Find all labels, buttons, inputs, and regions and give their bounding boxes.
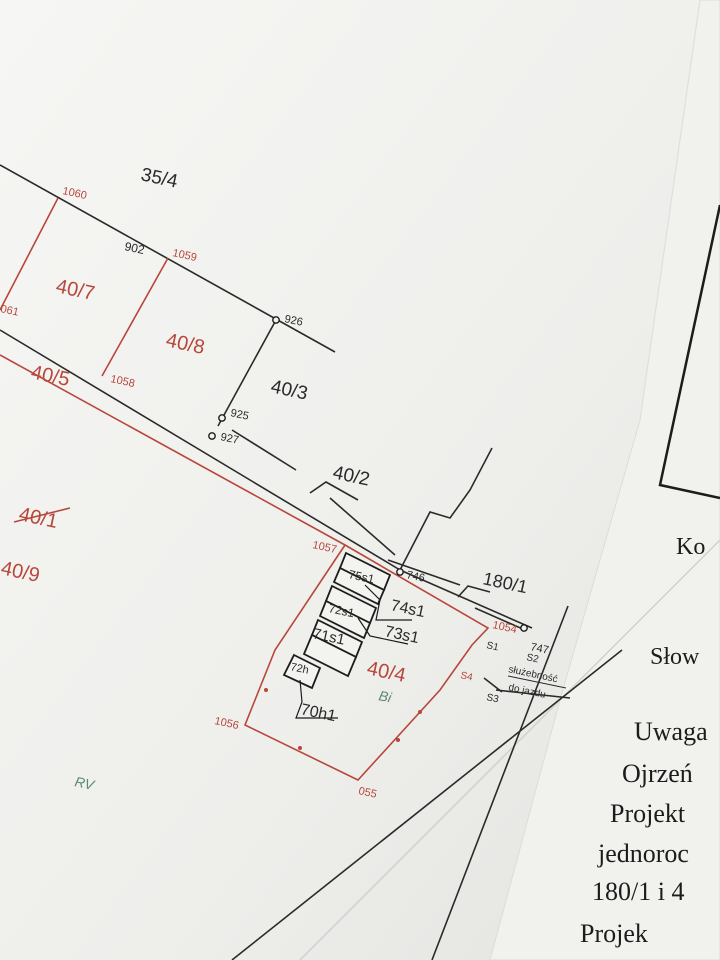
point-s3: S3	[485, 692, 500, 705]
point-1057: 1057	[311, 539, 337, 556]
point-747: 747	[529, 641, 549, 657]
point-925: 925	[229, 407, 249, 423]
doc-ojrzen: Ojrzeń	[622, 759, 693, 788]
document-frame	[658, 204, 720, 500]
building-71s1: 71s1	[311, 625, 346, 648]
point-902: 902	[123, 239, 146, 257]
doc-projekt2: Projek	[580, 919, 648, 948]
point-926: 926	[283, 313, 303, 329]
building-73s1: 73s1	[383, 623, 421, 647]
point-1056: 1056	[213, 715, 239, 732]
building-72h: 72h	[289, 661, 309, 677]
point-1055: 055	[357, 785, 377, 801]
buildings	[282, 551, 392, 690]
survey-points	[208, 316, 528, 632]
doc-uwaga: Uwaga	[634, 717, 708, 746]
point-746: 746	[405, 569, 425, 585]
doc-projekt: Projekt	[610, 799, 686, 828]
point-1060: 1060	[61, 185, 87, 202]
doc-slow: Słow	[650, 644, 700, 670]
building-75s1: 75s1	[347, 567, 376, 586]
point-1058: 1058	[109, 373, 135, 390]
point-1059: 1059	[171, 247, 197, 264]
building-leaders	[295, 584, 412, 719]
document-sheet	[489, 0, 720, 960]
paper-fold	[299, 539, 720, 960]
point-927: 927	[219, 431, 239, 447]
point-1054: 1054	[491, 619, 517, 636]
point-1061: 061	[0, 303, 20, 319]
doc-plot-ref: 180/1 i 4	[592, 877, 684, 906]
building-72s1: 72s1	[327, 601, 356, 620]
easement-underline	[507, 675, 567, 689]
point-s4: S4	[459, 670, 474, 683]
doc-jednoroc: jednoroc	[597, 839, 689, 868]
building-74s1: 74s1	[389, 597, 427, 621]
landuse-rv: RV	[73, 773, 97, 793]
point-s1: S1	[485, 640, 500, 653]
landuse-bi: Bi	[377, 687, 393, 705]
point-s2: S2	[525, 652, 540, 665]
red-boundaries	[0, 197, 490, 781]
red-vertex-dots	[264, 688, 422, 750]
doc-ko: Ko	[676, 534, 705, 560]
parcel-40-1-strike	[13, 507, 71, 523]
